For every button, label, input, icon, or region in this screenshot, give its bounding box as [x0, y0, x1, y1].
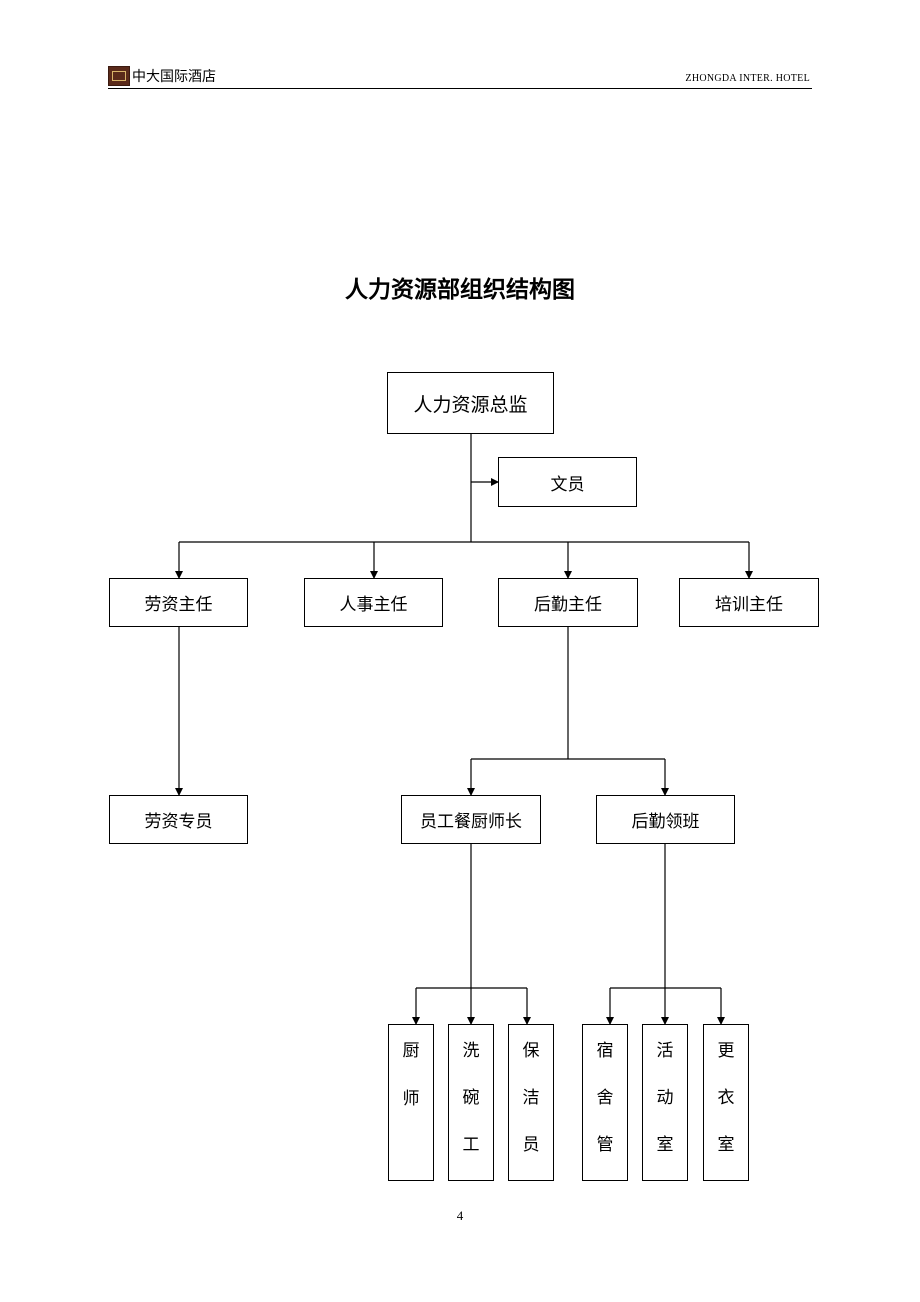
node-cook-char: 师 [402, 1089, 420, 1109]
node-cleaner-char: 保 [522, 1041, 540, 1061]
node-cleaner-char: 洁 [522, 1088, 540, 1108]
node-locker-room-char: 室 [717, 1135, 735, 1155]
node-payroll-specialist: 劳资专员 [109, 795, 248, 844]
node-logistics-foreman: 后勤领班 [596, 795, 735, 844]
node-training-supervisor: 培训主任 [679, 578, 819, 627]
hotel-name-cn: 中大国际酒店 [132, 69, 216, 85]
node-locker-room: 更 衣 室 [703, 1024, 749, 1181]
node-dishwasher: 洗 碗 工 [448, 1024, 494, 1181]
node-personnel-supervisor: 人事主任 [304, 578, 443, 627]
node-activity-room-char: 室 [656, 1135, 674, 1155]
node-dormitory-manager-char: 舍 [596, 1088, 614, 1108]
node-dishwasher-char: 工 [462, 1135, 480, 1155]
node-cleaner: 保 洁 员 [508, 1024, 554, 1181]
page-number: 4 [456, 1208, 464, 1223]
node-cook: 厨 师 [388, 1024, 434, 1181]
node-staff-canteen-chef: 员工餐厨师长 [401, 795, 541, 844]
node-director: 人力资源总监 [387, 372, 554, 434]
node-locker-room-char: 更 [717, 1041, 735, 1061]
hotel-logo-icon [108, 66, 130, 86]
node-dormitory-manager: 宿 舍 管 [582, 1024, 628, 1181]
node-dishwasher-char: 洗 [462, 1041, 480, 1061]
page-title: 人力资源部组织结构图 [345, 277, 575, 303]
node-clerk: 文员 [498, 457, 637, 507]
node-activity-room-char: 动 [656, 1088, 674, 1108]
header-brand: 中大国际酒店 [108, 66, 216, 86]
header-divider [108, 88, 812, 89]
node-cook-char: 厨 [402, 1041, 420, 1061]
node-dishwasher-char: 碗 [462, 1088, 480, 1108]
node-activity-room: 活 动 室 [642, 1024, 688, 1181]
node-cleaner-char: 员 [522, 1135, 540, 1155]
node-dormitory-manager-char: 宿 [596, 1041, 614, 1061]
node-dormitory-manager-char: 管 [596, 1135, 614, 1155]
node-payroll-supervisor: 劳资主任 [109, 578, 248, 627]
hotel-name-en: ZHONGDA INTER. HOTEL [685, 73, 810, 84]
node-activity-room-char: 活 [656, 1041, 674, 1061]
node-logistics-supervisor: 后勤主任 [498, 578, 638, 627]
node-locker-room-char: 衣 [717, 1088, 735, 1108]
